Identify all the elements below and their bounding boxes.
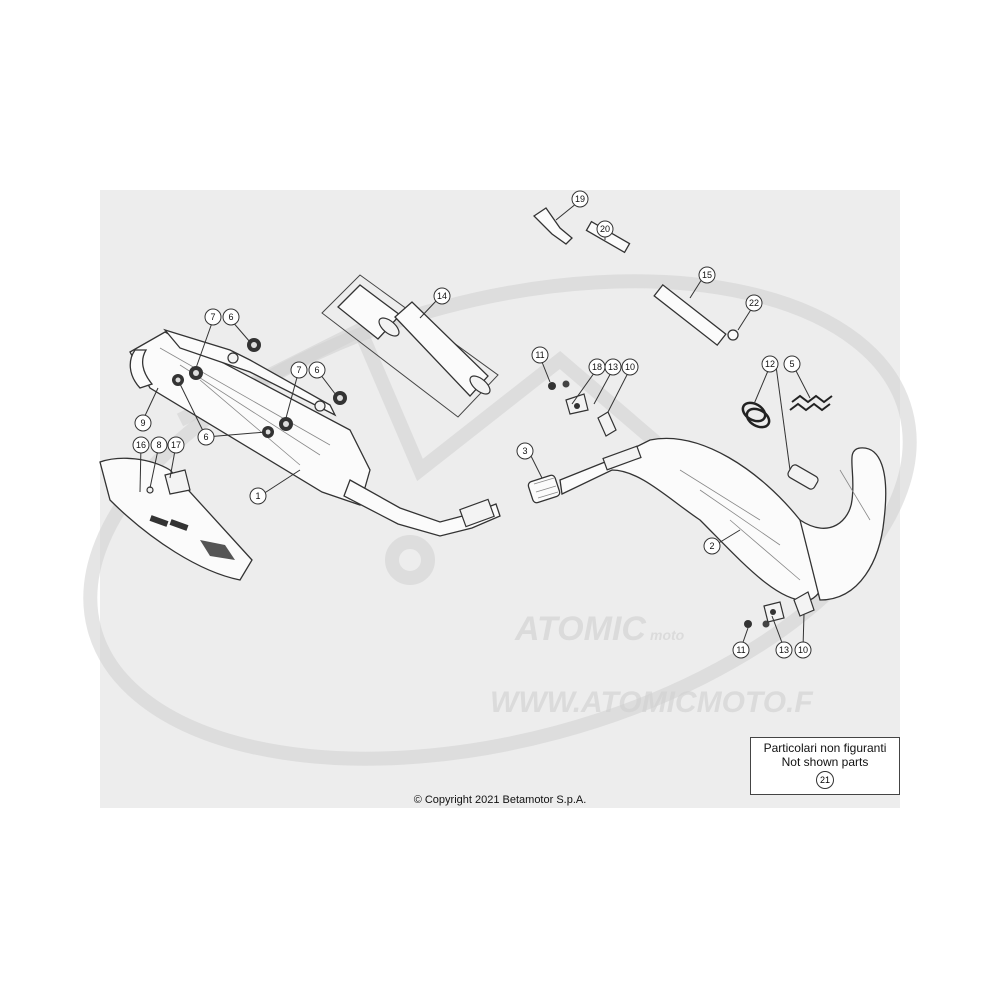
copyright-text: © Copyright 2021 Betamotor S.p.A.: [413, 794, 587, 806]
callout-6b: 6: [308, 361, 326, 379]
callout-10a: 10: [621, 358, 639, 376]
svg-text:18: 18: [592, 362, 602, 372]
watermark-logo: ATOMIC moto WWW.ATOMICMOTO.F: [83, 274, 917, 766]
callout-8: 8: [150, 436, 168, 454]
svg-text:17: 17: [171, 440, 181, 450]
callout-22: 22: [745, 294, 763, 312]
svg-text:3: 3: [522, 446, 527, 456]
mounting-hardware: [548, 380, 785, 628]
callout-13b: 13: [775, 641, 793, 659]
callout-13a: 13: [604, 358, 622, 376]
callout-14: 14: [433, 287, 451, 305]
callout-7b: 7: [290, 361, 308, 379]
callout-11b: 11: [732, 641, 750, 659]
svg-text:22: 22: [749, 298, 759, 308]
heat-shield: [99, 457, 253, 581]
callout-9: 9: [134, 414, 152, 432]
callout-12: 12: [761, 355, 779, 373]
callout-15: 15: [698, 266, 716, 284]
callout-7a: 7: [204, 308, 222, 326]
callout-1: 1: [249, 487, 267, 505]
packing-inserts: [321, 274, 499, 418]
legend-line-english: Not shown parts: [781, 755, 869, 769]
svg-text:10: 10: [798, 645, 808, 655]
svg-text:14: 14: [437, 291, 447, 301]
watermark-text: ATOMIC: [514, 610, 646, 648]
svg-text:6: 6: [203, 432, 208, 442]
callout-6a: 6: [222, 308, 240, 326]
callout-17: 17: [167, 436, 185, 454]
svg-text:6: 6: [314, 365, 319, 375]
o-rings-and-springs: [741, 394, 833, 429]
svg-text:7: 7: [296, 365, 301, 375]
svg-text:8: 8: [156, 440, 161, 450]
legend-callout-21: 21: [816, 771, 834, 789]
svg-text:1: 1: [255, 491, 260, 501]
grommets: [172, 338, 347, 438]
svg-text:10: 10: [625, 362, 635, 372]
callout-3: 3: [516, 442, 534, 460]
svg-text:11: 11: [535, 350, 544, 360]
callout-2: 2: [703, 537, 721, 555]
svg-text:7: 7: [210, 312, 215, 322]
not-shown-parts-legend: Particolari non figuranti Not shown part…: [750, 737, 900, 795]
svg-text:19: 19: [575, 194, 585, 204]
expansion-chamber: [559, 411, 887, 617]
callout-10b: 10: [794, 641, 812, 659]
svg-text:15: 15: [702, 270, 712, 280]
svg-text:16: 16: [136, 440, 146, 450]
coupling-sleeve: [527, 474, 561, 504]
callout-11a: 11: [531, 346, 549, 364]
svg-text:11: 11: [736, 645, 745, 655]
svg-text:9: 9: [140, 418, 145, 428]
svg-text:13: 13: [779, 645, 789, 655]
callout-20: 20: [596, 220, 614, 238]
svg-text:13: 13: [608, 362, 618, 372]
callout-16: 16: [132, 436, 150, 454]
svg-text:2: 2: [709, 541, 714, 551]
svg-text:5: 5: [789, 359, 794, 369]
watermark-url: WWW.ATOMICMOTO.F: [490, 686, 813, 719]
callout-18: 18: [588, 358, 606, 376]
callout-6c: 6: [197, 428, 215, 446]
svg-text:20: 20: [600, 224, 610, 234]
legend-line-italian: Particolari non figuranti: [763, 741, 887, 755]
watermark-subtext: moto: [650, 627, 685, 643]
callout-5: 5: [783, 355, 801, 373]
callout-19: 19: [571, 190, 589, 208]
svg-text:12: 12: [765, 359, 775, 369]
svg-text:6: 6: [228, 312, 233, 322]
